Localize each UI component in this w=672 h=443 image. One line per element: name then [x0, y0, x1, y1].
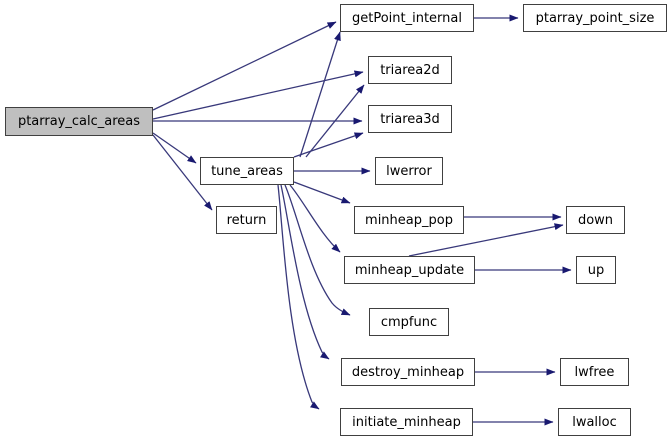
graph-edge-ptarray_calc_areas-to-tune_areas [152, 132, 197, 164]
graph-node-up[interactable]: up [576, 256, 616, 284]
graph-edge-tune_areas-to-getPoint_internal [299, 31, 341, 158]
graph-node-label: ptarray_calc_areas [17, 114, 141, 129]
graph-edge-ptarray_calc_areas-to-return [152, 134, 213, 211]
graph-node-label: lwfree [574, 364, 615, 380]
graph-node-label: minheap_update [354, 262, 465, 278]
graph-edge-tune_areas-to-minheap_update [289, 184, 341, 253]
graph-node-tune_areas[interactable]: tune_areas [200, 157, 294, 185]
graph-edge-tune_areas-to-minheap_pop [293, 181, 351, 204]
graph-node-down[interactable]: down [566, 206, 625, 234]
graph-node-label: minheap_pop [365, 212, 453, 228]
graph-edge-tune_areas-to-destroy_minheap [280, 184, 330, 360]
graph-node-lwerror[interactable]: lwerror [375, 157, 443, 185]
graph-edge-tune_areas-to-triarea2d [305, 84, 365, 158]
graph-edge-tune_areas-to-triarea3d [293, 132, 364, 158]
graph-node-label: return [226, 212, 267, 228]
graph-node-cmpfunc[interactable]: cmpfunc [369, 308, 449, 336]
graph-edge-ptarray_calc_areas-to-getPoint_internal [152, 21, 337, 111]
graph-node-ptarray_point_size[interactable]: ptarray_point_size [523, 4, 667, 32]
graph-node-return[interactable]: return [216, 206, 277, 234]
graph-edge-minheap_update-to-down [408, 223, 564, 257]
graph-node-label: cmpfunc [380, 314, 438, 330]
graph-node-label: down [577, 212, 614, 228]
graph-node-getPoint_internal[interactable]: getPoint_internal [340, 4, 474, 32]
graph-edge-tune_areas-to-initiate_minheap [277, 184, 320, 410]
graph-edges [152, 14, 572, 426]
graph-node-lwfree[interactable]: lwfree [560, 358, 629, 386]
graph-node-label: up [587, 262, 605, 278]
graph-node-label: getPoint_internal [351, 10, 462, 26]
graph-edge-ptarray_calc_areas-to-triarea2d [152, 70, 364, 120]
graph-node-label: lwerror [386, 163, 432, 179]
graph-node-triarea3d[interactable]: triarea3d [368, 105, 452, 133]
graph-node-label: tune_areas [211, 163, 283, 179]
graph-node-minheap_pop[interactable]: minheap_pop [354, 206, 464, 234]
graph-node-initiate_minheap[interactable]: initiate_minheap [340, 408, 473, 436]
graph-node-label: ptarray_point_size [535, 10, 655, 26]
graph-node-minheap_update[interactable]: minheap_update [344, 256, 475, 284]
graph-node-lwalloc[interactable]: lwalloc [558, 408, 631, 436]
graph-node-label: initiate_minheap [352, 414, 461, 430]
graph-node-label: destroy_minheap [351, 364, 465, 380]
graph-node-label: triarea2d [380, 62, 440, 78]
graph-node-destroy_minheap[interactable]: destroy_minheap [341, 358, 475, 386]
graph-node-ptarray_calc_areas[interactable]: ptarray_calc_areas [5, 107, 153, 136]
graph-edge-tune_areas-to-cmpfunc [284, 184, 351, 316]
graph-node-triarea2d[interactable]: triarea2d [368, 56, 452, 84]
graph-node-label: triarea3d [380, 111, 440, 127]
graph-node-label: lwalloc [572, 414, 617, 430]
